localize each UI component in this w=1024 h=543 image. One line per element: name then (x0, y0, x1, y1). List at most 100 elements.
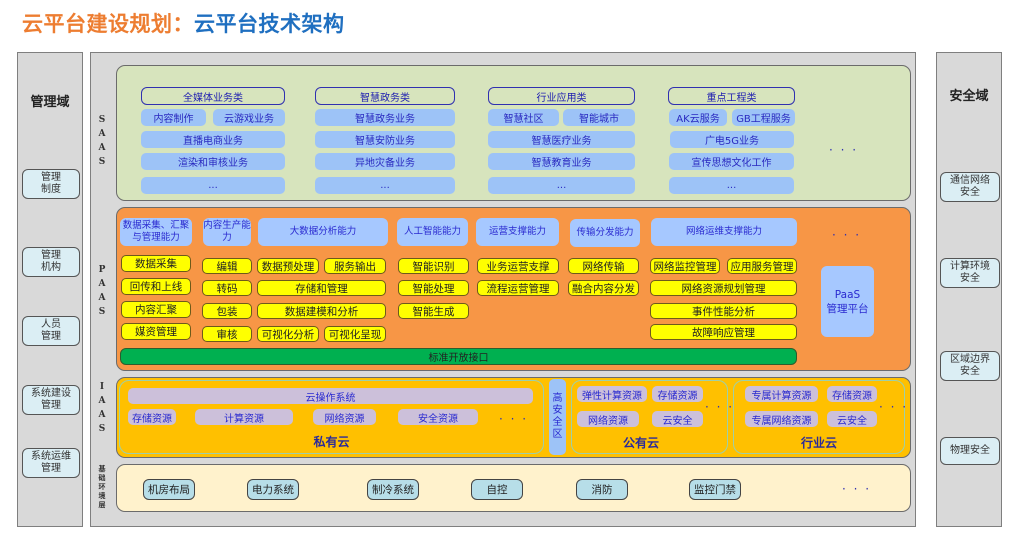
saas-service-more[interactable]: ... (669, 177, 794, 194)
paas-capability[interactable]: 运营支撑能力 (476, 218, 559, 246)
paas-function[interactable]: 智能识别 (398, 258, 469, 274)
industry-cloud-label: 行业云 (800, 436, 837, 450)
title-part2: 云平台技术架构 (194, 12, 345, 36)
management-domain-title: 管理域 (30, 95, 70, 110)
mgmt-item[interactable]: 管理 制度 (22, 169, 80, 199)
iaas-resource[interactable]: 云安全 (652, 411, 703, 427)
infra-more: · · · (842, 482, 872, 496)
saas-service[interactable]: 宣传思想文化工作 (669, 153, 794, 170)
infra-item[interactable]: 自控 (471, 479, 523, 500)
paas-function[interactable]: 数据预处理 (257, 258, 319, 274)
paas-capability[interactable]: 数据采集、汇聚与管理能力 (120, 218, 192, 246)
security-item[interactable]: 计算环境 安全 (940, 258, 1000, 288)
paas-function[interactable]: 编辑 (202, 258, 252, 274)
infra-item[interactable]: 制冷系统 (367, 479, 419, 500)
mgmt-item[interactable]: 系统建设 管理 (22, 385, 80, 415)
saas-category[interactable]: 全媒体业务类 (141, 87, 285, 105)
security-item[interactable]: 区域边界 安全 (940, 351, 1000, 381)
paas-function[interactable]: 转码 (202, 280, 252, 296)
layer-label-saas: S A A S (98, 115, 106, 167)
saas-service[interactable]: 智慧医疗业务 (488, 131, 635, 148)
iaas-resource[interactable]: 网络资源 (313, 409, 376, 425)
mgmt-item[interactable]: 管理 机构 (22, 247, 80, 277)
paas-capability[interactable]: 内容生产能力 (203, 218, 251, 246)
saas-service[interactable]: GB工程服务 (732, 109, 795, 126)
standard-open-api-bar[interactable]: 标准开放接口 (120, 348, 797, 365)
saas-service[interactable]: 异地灾备业务 (315, 153, 455, 170)
iaas-resource[interactable]: 存储资源 (827, 386, 877, 402)
paas-function[interactable]: 可视化分析 (257, 326, 319, 342)
paas-function[interactable]: 内容汇聚 (121, 301, 191, 318)
saas-service-more[interactable]: ... (141, 177, 285, 194)
paas-function[interactable]: 网络资源规划管理 (650, 280, 797, 296)
security-domain-title: 安全域 (949, 89, 989, 104)
paas-function[interactable]: 融合内容分发 (568, 280, 639, 296)
paas-function[interactable]: 包装 (202, 303, 252, 319)
layer-label-iaas: I A A S (98, 382, 106, 434)
paas-capability[interactable]: 大数据分析能力 (258, 218, 388, 246)
saas-service[interactable]: 渲染和审核业务 (141, 153, 285, 170)
infra-item[interactable]: 机房布局 (143, 479, 195, 500)
paas-function[interactable]: 应用服务管理 (727, 258, 797, 274)
saas-service[interactable]: 智慧政务业务 (315, 109, 455, 126)
paas-function[interactable]: 服务输出 (324, 258, 386, 274)
paas-function[interactable]: 回传和上线 (121, 278, 191, 295)
saas-service-more[interactable]: ... (315, 177, 455, 194)
paas-function[interactable]: 网络监控管理 (650, 258, 720, 274)
saas-service[interactable]: 智慧安防业务 (315, 131, 455, 148)
paas-function[interactable]: 可视化呈现 (324, 326, 386, 342)
public-cloud (571, 380, 728, 454)
paas-management-platform[interactable]: PaaS 管理平台 (821, 266, 874, 337)
high-security-zone[interactable]: 高 安 全 区 (549, 379, 566, 455)
infra-item[interactable]: 消防 (576, 479, 628, 500)
security-item[interactable]: 通信网络 安全 (940, 172, 1000, 202)
paas-function[interactable]: 存储和管理 (257, 280, 386, 296)
infra-item[interactable]: 监控门禁 (689, 479, 741, 500)
paas-function[interactable]: 审核 (202, 326, 252, 342)
paas-function[interactable]: 事件性能分析 (650, 303, 797, 319)
cloud-os[interactable]: 云操作系统 (128, 388, 533, 404)
iaas-resource[interactable]: 计算资源 (195, 409, 293, 425)
infra-item[interactable]: 电力系统 (247, 479, 299, 500)
saas-service[interactable]: 智慧社区 (488, 109, 559, 126)
saas-service-more[interactable]: ... (488, 177, 635, 194)
paas-capability[interactable]: 人工智能能力 (397, 218, 468, 246)
paas-function[interactable]: 智能处理 (398, 280, 469, 296)
security-item[interactable]: 物理安全 (940, 437, 1000, 465)
paas-function[interactable]: 数据建模和分析 (257, 303, 386, 319)
saas-service[interactable]: AK云服务 (669, 109, 727, 126)
mgmt-item[interactable]: 人员 管理 (22, 316, 80, 346)
paas-capability[interactable]: 传输分发能力 (570, 219, 640, 247)
iaas-resource[interactable]: 专属计算资源 (745, 386, 818, 402)
saas-service[interactable]: 广电5G业务 (670, 131, 794, 148)
saas-service[interactable]: 内容制作 (141, 109, 206, 126)
mgmt-item[interactable]: 系统运维 管理 (22, 448, 80, 478)
paas-function[interactable]: 流程运营管理 (477, 280, 559, 296)
paas-function[interactable]: 媒资管理 (121, 323, 191, 340)
iaas-resource[interactable]: 存储资源 (128, 409, 176, 425)
public-cloud-more: · · · (705, 400, 735, 414)
iaas-resource[interactable]: 存储资源 (652, 386, 703, 402)
security-domain: 安全域 通信网络 安全 计算环境 安全 区域边界 安全 物理安全 (936, 52, 1002, 527)
paas-function[interactable]: 故障响应管理 (650, 324, 797, 340)
iaas-resource[interactable]: 网络资源 (577, 411, 639, 427)
iaas-resource[interactable]: 专属网络资源 (745, 411, 818, 427)
paas-capability[interactable]: 网络运维支撑能力 (651, 218, 797, 246)
saas-service[interactable]: 云游戏业务 (213, 109, 285, 126)
paas-function[interactable]: 数据采集 (121, 255, 191, 272)
paas-function[interactable]: 网络传输 (568, 258, 639, 274)
title-part1: 云平台建设规划： (22, 12, 194, 36)
saas-service[interactable]: 直播电商业务 (141, 131, 285, 148)
layer-label-base: 基 础 环 境 层 (98, 464, 106, 509)
iaas-resource[interactable]: 云安全 (827, 411, 877, 427)
saas-service[interactable]: 智慧教育业务 (488, 153, 635, 170)
iaas-resource[interactable]: 弹性计算资源 (577, 386, 647, 402)
saas-category[interactable]: 行业应用类 (488, 87, 635, 105)
saas-category[interactable]: 智慧政务类 (315, 87, 455, 105)
saas-category[interactable]: 重点工程类 (668, 87, 795, 105)
saas-service[interactable]: 智能城市 (563, 109, 635, 126)
paas-function[interactable]: 业务运营支撑 (477, 258, 559, 274)
paas-function[interactable]: 智能生成 (398, 303, 469, 319)
saas-more: · · · (829, 143, 859, 157)
iaas-resource[interactable]: 安全资源 (398, 409, 478, 425)
